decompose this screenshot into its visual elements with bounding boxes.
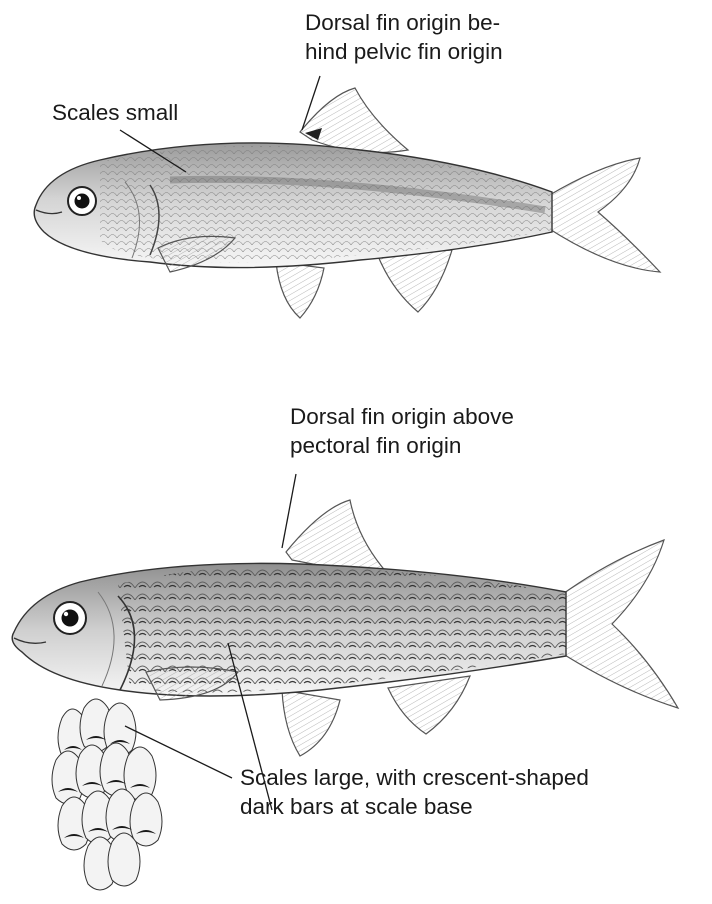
top-pelvic-fin <box>276 262 324 318</box>
scale-detail <box>52 699 162 890</box>
label-line: hind pelvic fin origin <box>305 37 503 66</box>
top-anal-fin <box>378 250 452 312</box>
bottom-pelvic-fin <box>282 690 340 756</box>
label-line: pectoral fin origin <box>290 431 514 460</box>
top-caudal-fin <box>548 158 660 272</box>
top-dorsal-fin <box>300 88 408 152</box>
label-line: Dorsal fin origin above <box>290 402 514 431</box>
bottom-dorsal-fin <box>286 500 388 574</box>
label-top-dorsal: Dorsal fin origin be- hind pelvic fin or… <box>305 8 503 66</box>
leader-bottom-dorsal <box>282 474 296 548</box>
bottom-anal-fin <box>388 676 470 734</box>
label-line: Scales large, with crescent-shaped <box>240 763 589 792</box>
label-bottom-dorsal: Dorsal fin origin above pectoral fin ori… <box>290 402 514 460</box>
label-line: Scales small <box>52 98 178 127</box>
label-top-scales: Scales small <box>52 98 178 127</box>
label-bottom-scales: Scales large, with crescent-shaped dark … <box>240 763 589 821</box>
bottom-caudal-fin <box>560 540 678 708</box>
label-line: dark bars at scale base <box>240 792 589 821</box>
label-line: Dorsal fin origin be- <box>305 8 503 37</box>
